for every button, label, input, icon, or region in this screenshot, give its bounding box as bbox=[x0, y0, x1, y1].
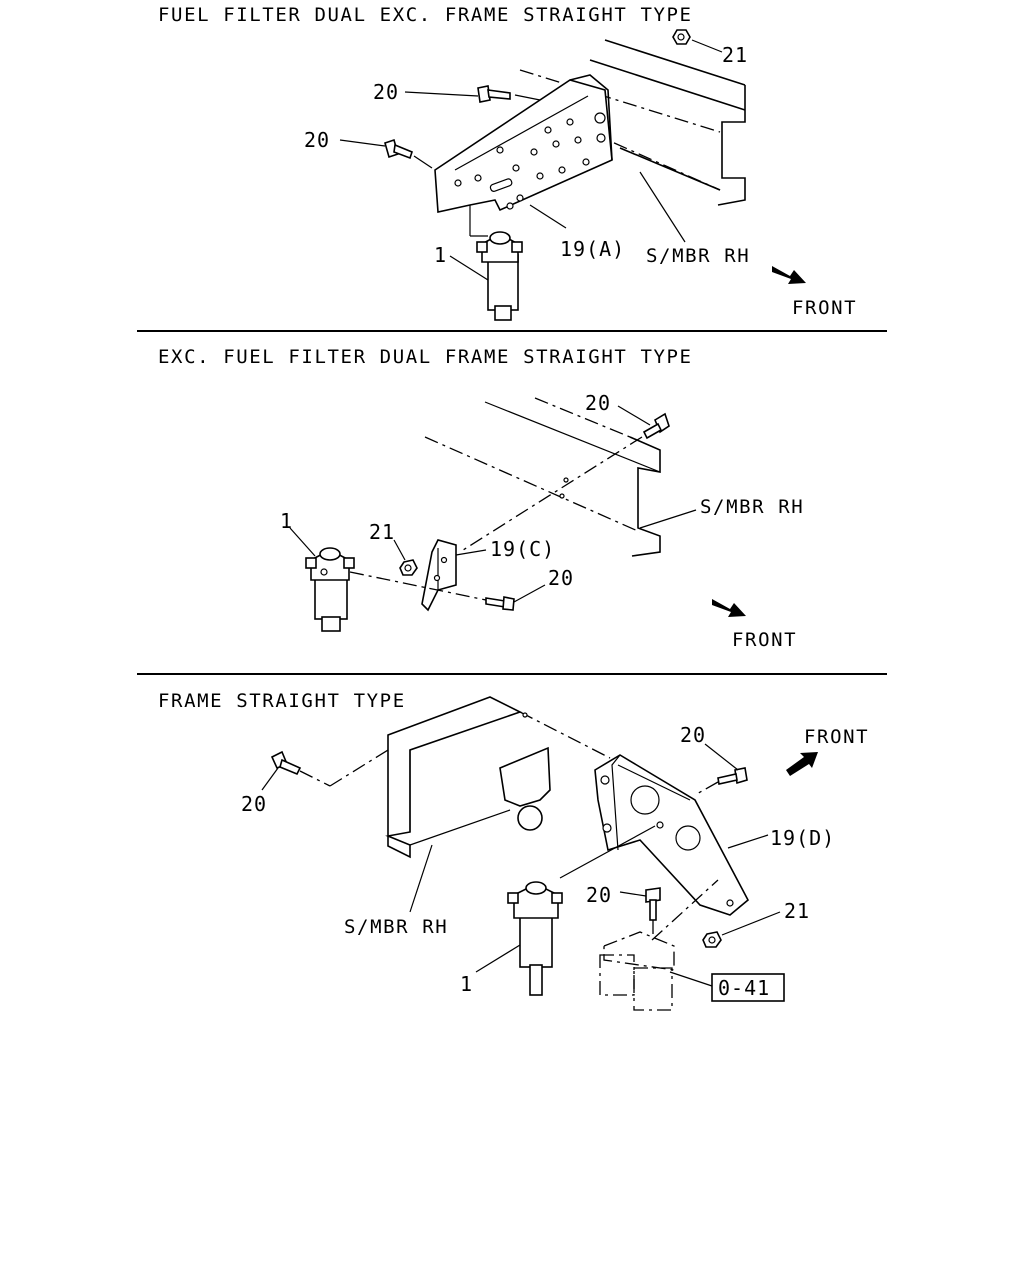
bolt-20-lower bbox=[645, 887, 661, 938]
bolt-20-right bbox=[694, 767, 748, 796]
label-reference-0-41[interactable]: 0-41 bbox=[718, 976, 770, 1000]
section-1-title: FUEL FILTER DUAL EXC. FRAME STRAIGHT TYP… bbox=[158, 4, 693, 26]
bolt-20-top bbox=[459, 412, 670, 553]
front-arrow-icon bbox=[772, 266, 806, 284]
label-side-member: S/MBR RH bbox=[700, 496, 804, 518]
section-fuel-filter-dual: FUEL FILTER DUAL EXC. FRAME STRAIGHT TYP… bbox=[158, 4, 857, 321]
label-nut-21: 21 bbox=[722, 43, 748, 67]
bolt-20-upper bbox=[477, 85, 541, 103]
label-bolt-20-upper: 20 bbox=[373, 80, 399, 104]
label-bolt-20-lower: 20 bbox=[586, 883, 612, 907]
bolt-20-left bbox=[270, 750, 331, 787]
label-bolt-20-left: 20 bbox=[241, 792, 267, 816]
label-side-member: S/MBR RH bbox=[344, 916, 448, 938]
label-filter-1: 1 bbox=[434, 243, 447, 267]
label-bolt-20-top: 20 bbox=[585, 391, 611, 415]
bracket-19a bbox=[434, 74, 613, 213]
label-bracket-19d: 19(D) bbox=[770, 826, 835, 850]
bracket-19d bbox=[594, 754, 750, 916]
section-2-title: EXC. FUEL FILTER DUAL FRAME STRAIGHT TYP… bbox=[158, 346, 693, 368]
label-front: FRONT bbox=[732, 629, 797, 651]
bolt-20-left bbox=[384, 138, 433, 169]
dual-filter-assembly bbox=[599, 879, 719, 1011]
section-exc-fuel-filter-dual: EXC. FUEL FILTER DUAL FRAME STRAIGHT TYP… bbox=[158, 346, 804, 651]
label-bracket-19a: 19(A) bbox=[560, 237, 625, 261]
side-member-rh bbox=[424, 397, 661, 557]
label-front: FRONT bbox=[792, 297, 857, 319]
fuel-filter-1 bbox=[469, 205, 523, 321]
section-3-title: FRAME STRAIGHT TYPE bbox=[158, 690, 406, 712]
label-bolt-20-right: 20 bbox=[680, 723, 706, 747]
bracket-19c bbox=[421, 539, 457, 612]
fuel-filter-1 bbox=[507, 825, 656, 996]
label-nut-21: 21 bbox=[369, 520, 395, 544]
side-member-rh bbox=[329, 696, 611, 859]
label-bracket-19c: 19(C) bbox=[490, 537, 555, 561]
nut-21 bbox=[702, 931, 722, 948]
side-member-rh bbox=[519, 39, 746, 206]
front-arrow-icon bbox=[786, 752, 818, 776]
label-side-member: S/MBR RH bbox=[646, 245, 750, 267]
label-nut-21: 21 bbox=[784, 899, 810, 923]
label-filter-1: 1 bbox=[460, 972, 473, 996]
front-arrow-icon bbox=[712, 599, 746, 617]
nut-21 bbox=[672, 29, 691, 45]
reference-box bbox=[711, 973, 785, 1002]
nut-21 bbox=[399, 559, 418, 576]
label-filter-1: 1 bbox=[280, 509, 293, 533]
label-bolt-20-left: 20 bbox=[304, 128, 330, 152]
bolt-20-bottom bbox=[349, 571, 515, 611]
section-frame-straight: FRAME STRAIGHT TYPE bbox=[158, 690, 869, 1011]
label-bolt-20-bottom: 20 bbox=[548, 566, 574, 590]
fuel-filter-1 bbox=[305, 547, 355, 632]
label-front: FRONT bbox=[804, 726, 869, 748]
